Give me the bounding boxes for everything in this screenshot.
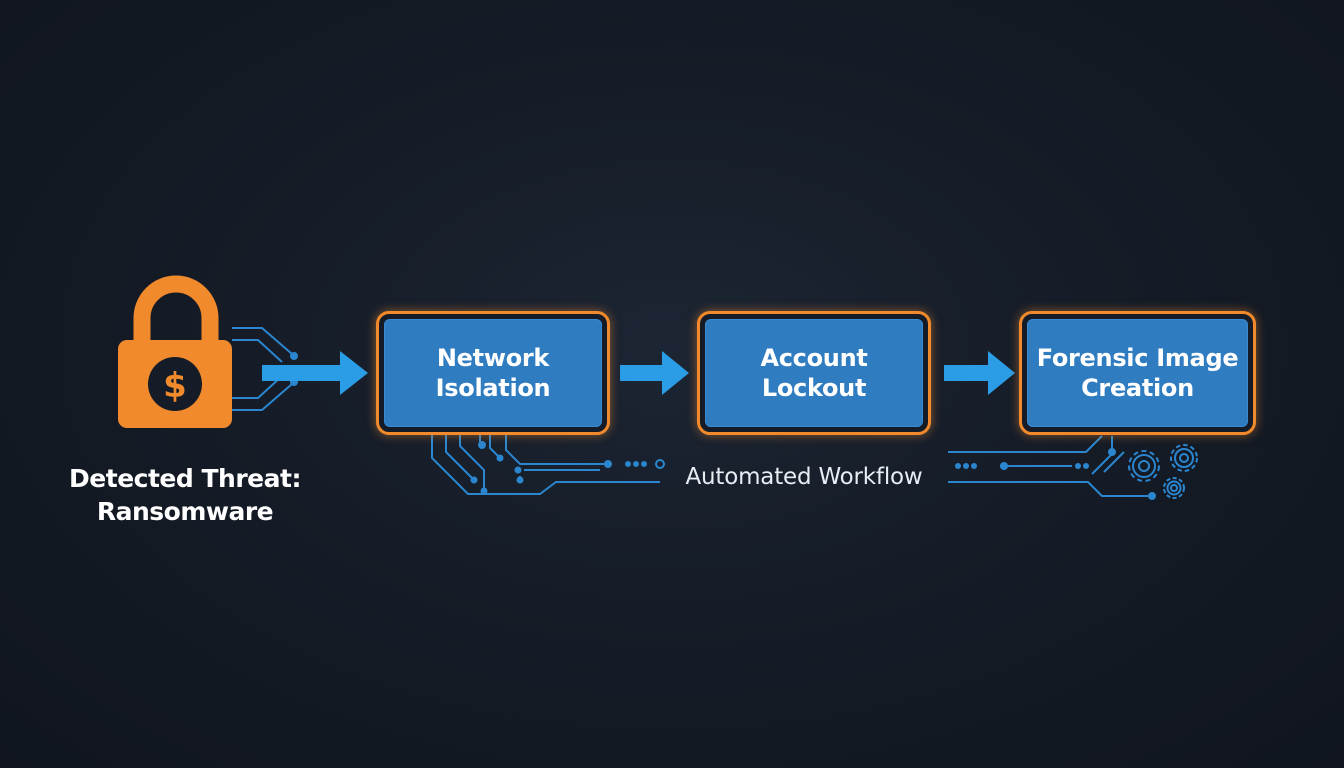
step-label-line2: Creation (1081, 374, 1194, 402)
arrow-right-icon (944, 351, 1015, 395)
step-label-line2: Lockout (761, 374, 867, 402)
step-forensic-image-creation: Forensic Image Creation (1019, 311, 1256, 435)
step-label-line1: Account (760, 344, 868, 372)
threat-label-line2: Ransomware (96, 497, 274, 526)
step-label-line1: Forensic Image (1036, 344, 1239, 372)
workflow-label: Automated Workflow (685, 464, 923, 490)
step-network-isolation: Network Isolation (376, 311, 610, 435)
gear-icon (1128, 450, 1160, 482)
threat-label: Detected Threat: Ransomware (40, 462, 330, 528)
arrow-right-icon (262, 351, 368, 395)
gear-icon (1170, 444, 1198, 472)
step-account-lockout-body: Account Lockout (705, 319, 923, 427)
step-network-isolation-body: Network Isolation (384, 319, 602, 427)
threat-label-line1: Detected Threat: (69, 464, 301, 493)
step-label-line2: Isolation (435, 374, 551, 402)
step-label-line1: Network (436, 344, 550, 372)
gear-icon (1163, 477, 1185, 499)
step-account-lockout: Account Lockout (697, 311, 931, 435)
svg-text:$: $ (163, 366, 187, 406)
circuit-traces-right (948, 435, 1156, 500)
circuit-traces-left (431, 434, 665, 495)
padlock-dollar-icon: $ (118, 275, 232, 428)
arrow-right-icon (620, 351, 689, 395)
step-forensic-image-creation-body: Forensic Image Creation (1027, 319, 1248, 427)
